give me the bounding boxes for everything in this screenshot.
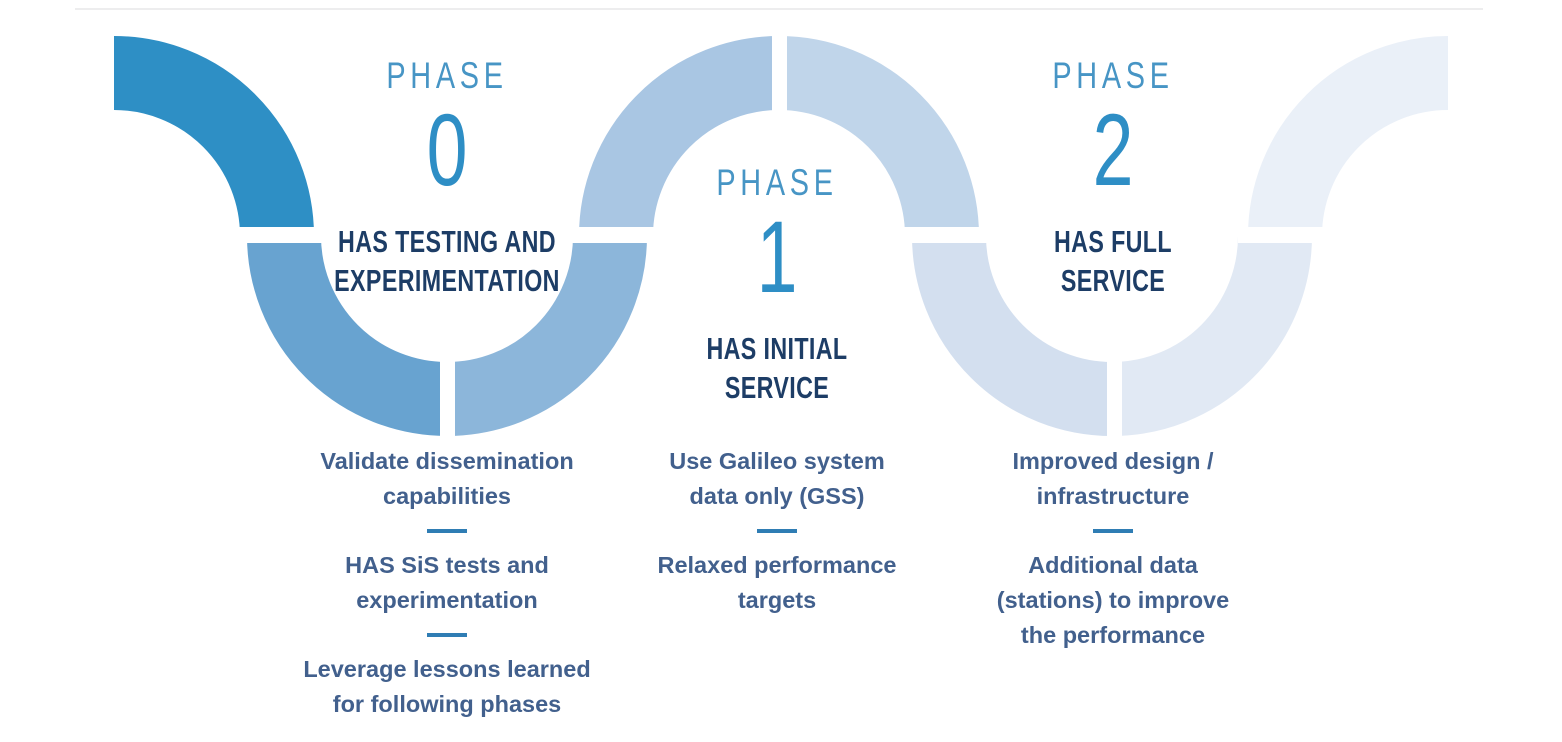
arc-gap bbox=[565, 227, 660, 243]
phase0-subtitle: HAS TESTING AND EXPERIMENTATION bbox=[334, 224, 560, 298]
top-divider-line bbox=[75, 8, 1483, 10]
phase2-number: 2 bbox=[1092, 93, 1134, 207]
bullet-divider bbox=[1093, 529, 1133, 533]
phase1-label: PHASE bbox=[716, 162, 838, 203]
arc-gap bbox=[235, 227, 327, 243]
phase0-bullet-2: Leverage lessons learned for following p… bbox=[303, 656, 591, 717]
arc-gap bbox=[440, 356, 455, 448]
exit-arc bbox=[1248, 36, 1449, 237]
phase2-arc-left bbox=[912, 235, 1113, 436]
arc-gap bbox=[1238, 227, 1330, 243]
arc-gap bbox=[903, 227, 995, 243]
phase2-subtitle: HAS FULL SERVICE bbox=[1054, 224, 1172, 298]
phase1-header: PHASE 1 HAS INITIAL SERVICE bbox=[597, 163, 957, 407]
phase2-bullet-0: Improved design / infrastructure bbox=[1012, 448, 1214, 509]
phase0-bullet-0: Validate dissemination capabilities bbox=[320, 448, 574, 509]
phase0-label: PHASE bbox=[386, 55, 508, 96]
phase1-bullets: Use Galileo system data only (GSS) Relax… bbox=[597, 444, 957, 618]
arc-gap bbox=[772, 26, 787, 118]
phase2-bullet-1: Additional data (stations) to improve th… bbox=[996, 552, 1230, 648]
entry-arc bbox=[113, 36, 314, 237]
phase0-header: PHASE 0 HAS TESTING AND EXPERIMENTATION bbox=[267, 56, 627, 300]
bullet-divider bbox=[427, 633, 467, 637]
phase1-bullet-0: Use Galileo system data only (GSS) bbox=[669, 448, 885, 509]
phase1-arc-right bbox=[778, 36, 979, 237]
phase0-bullets: Validate dissemination capabilities HAS … bbox=[267, 444, 627, 722]
phase0-bullet-1: HAS SiS tests and experimentation bbox=[345, 552, 549, 613]
phase2-arc-right bbox=[1111, 235, 1312, 436]
phase1-number: 1 bbox=[756, 200, 798, 314]
phase0-arc-right bbox=[446, 235, 647, 436]
phase2-label: PHASE bbox=[1052, 55, 1174, 96]
phase0-arc-left bbox=[247, 235, 448, 436]
phase2-bullets: Improved design / infrastructure Additio… bbox=[933, 444, 1293, 653]
phase0-number: 0 bbox=[426, 93, 468, 207]
phase1-arc-left bbox=[579, 36, 780, 237]
bullet-divider bbox=[427, 529, 467, 533]
phase1-subtitle: HAS INITIAL SERVICE bbox=[706, 331, 848, 405]
phase2-header: PHASE 2 HAS FULL SERVICE bbox=[933, 56, 1293, 300]
arc-gap bbox=[1107, 356, 1122, 448]
phase1-bullet-1: Relaxed performance targets bbox=[657, 552, 897, 613]
bullet-divider bbox=[757, 529, 797, 533]
